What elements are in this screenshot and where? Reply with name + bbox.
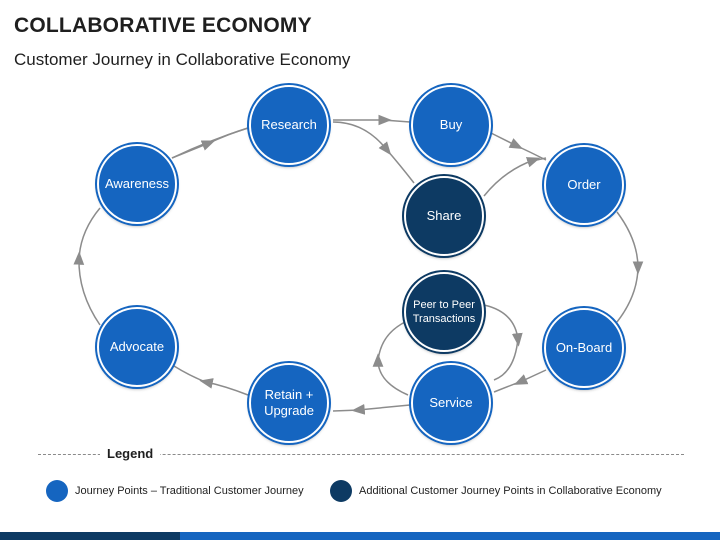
- node-share-label: Share: [426, 208, 462, 223]
- connector-share-order: [483, 157, 541, 197]
- connector-peer-service-right: [483, 304, 523, 347]
- node-retain-upgrade: Retain + Upgrade: [249, 363, 329, 443]
- node-share: Share: [404, 176, 484, 256]
- footer-accent-bar: [0, 532, 720, 540]
- connector-research-share: [332, 121, 392, 156]
- node-service-label: Service: [429, 395, 473, 410]
- legend-additional-label: Additional Customer Journey Points in Co…: [359, 485, 662, 497]
- legend-primary-label: Journey Points – Traditional Customer Jo…: [75, 485, 304, 497]
- legend-primary-dot-icon: [46, 480, 68, 502]
- node-awareness: Awareness: [97, 144, 177, 224]
- legend-item-primary: Journey Points – Traditional Customer Jo…: [46, 480, 304, 502]
- node-advocate: Advocate: [97, 307, 177, 387]
- legend-divider: [38, 454, 684, 455]
- connector-buy-order: [490, 132, 524, 150]
- legend-item-additional: Additional Customer Journey Points in Co…: [330, 480, 662, 502]
- node-on-board-label: On-Board: [555, 340, 613, 355]
- node-peer-to-peer-label: Peer to Peer Transactions: [412, 299, 476, 325]
- node-research-label: Research: [261, 117, 317, 132]
- node-research: Research: [249, 85, 329, 165]
- node-order-label: Order: [567, 177, 601, 192]
- connector-service-peer-left: [372, 353, 409, 396]
- page-title: COLLABORATIVE ECONOMY: [14, 14, 312, 37]
- connector-service-retain: [351, 403, 411, 415]
- connector-retain-advocate: [199, 378, 249, 396]
- node-buy: Buy: [411, 85, 491, 165]
- page-subtitle: Customer Journey in Collaborative Econom…: [14, 50, 351, 69]
- node-service: Service: [411, 363, 491, 443]
- legend-title: Legend: [100, 446, 161, 461]
- connector-onboard-service: [513, 369, 547, 385]
- node-on-board: On-Board: [544, 308, 624, 388]
- node-order: Order: [544, 145, 624, 225]
- connector-order-onboard: [616, 211, 644, 275]
- connector-advocate-awareness: [73, 251, 101, 326]
- node-retain-upgrade-label: Retain + Upgrade: [264, 387, 314, 418]
- node-advocate-label: Advocate: [109, 339, 165, 354]
- node-peer-to-peer: Peer to Peer Transactions: [404, 272, 484, 352]
- node-buy-label: Buy: [439, 117, 463, 132]
- node-awareness-label: Awareness: [104, 176, 170, 191]
- legend-additional-dot-icon: [330, 480, 352, 502]
